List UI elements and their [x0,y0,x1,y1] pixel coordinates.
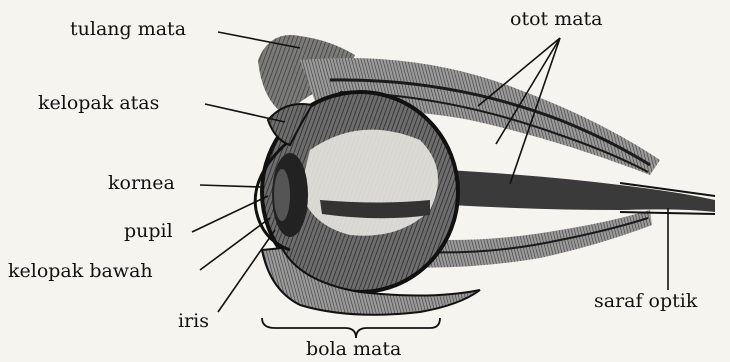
label-otot-mata: otot mata [510,10,603,29]
bola-mata-bracket [262,318,440,338]
label-kornea: kornea [108,174,175,193]
label-tulang-mata: tulang mata [70,20,186,39]
label-pupil: pupil [124,222,173,241]
label-saraf-optik: saraf optik [594,292,697,311]
label-kelopak-atas: kelopak atas [38,94,159,113]
label-bola-mata: bola mata [306,340,401,359]
eyeball-interior [300,130,438,236]
label-kelopak-bawah: kelopak bawah [8,262,153,281]
label-iris: iris [178,312,209,331]
